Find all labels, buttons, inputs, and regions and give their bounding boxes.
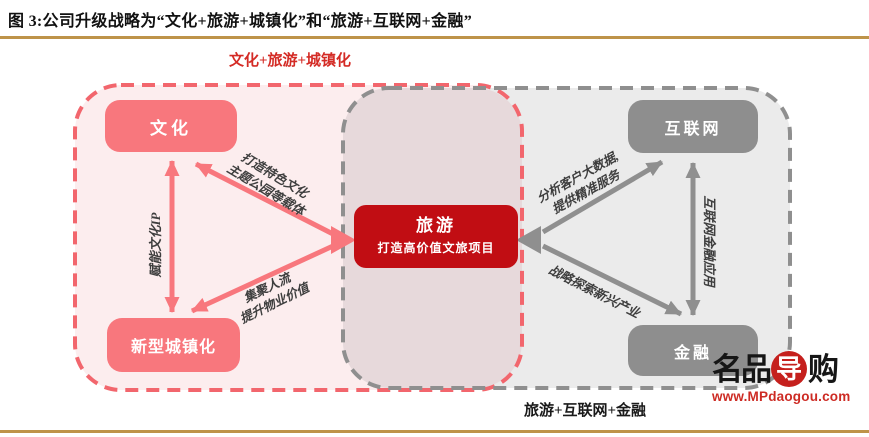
gold-rule-bottom <box>0 430 869 433</box>
pink-arrows <box>164 160 335 314</box>
edge-label-culture-urbanization: 赋能文化IP <box>148 212 164 278</box>
big-arrowhead-into-tourism-left <box>331 226 356 254</box>
node-urbanization: 新型城镇化 <box>107 318 240 372</box>
gray-arrows <box>541 159 701 317</box>
node-internet: 互联网 <box>628 100 758 153</box>
gold-rule-top <box>0 36 869 39</box>
big-arrowhead-into-tourism-right <box>516 226 541 254</box>
right-region-border <box>341 86 792 390</box>
node-tourism-title: 旅游 <box>416 215 456 235</box>
watermark-logo: 名品 导 购 www.MPdaogou.com <box>712 351 869 404</box>
watermark-brand-circle-icon: 导 <box>771 351 807 387</box>
watermark-brand-row: 名品 导 购 <box>712 351 869 387</box>
node-tourism-subtitle: 打造高价值文旅项目 <box>377 241 495 256</box>
arrow-tourism-finance <box>541 243 683 317</box>
arrow-tourism-internet <box>541 159 664 235</box>
group-label-tourism-internet-finance: 旅游+互联网+金融 <box>523 403 647 419</box>
group-label-culture-tourism-urbanization: 文化+旅游+城镇化 <box>228 53 352 69</box>
watermark-brand-left: 名品 <box>712 351 772 387</box>
node-tourism: 旅游 打造高价值文旅项目 <box>354 205 518 268</box>
watermark-url: www.MPdaogou.com <box>712 389 851 404</box>
watermark-brand-right: 购 <box>808 351 839 387</box>
node-finance: 金融 <box>628 325 758 376</box>
arrow-culture-tourism <box>194 161 335 237</box>
edge-label-internet-finance: 互联网金融应用 <box>701 195 717 287</box>
node-culture: 文化 <box>105 100 237 152</box>
figure-title: 图 3:公司升级战略为“文化+旅游+城镇化”和“旅游+互联网+金融” <box>8 13 472 30</box>
arrow-urbanization-tourism <box>190 243 335 314</box>
